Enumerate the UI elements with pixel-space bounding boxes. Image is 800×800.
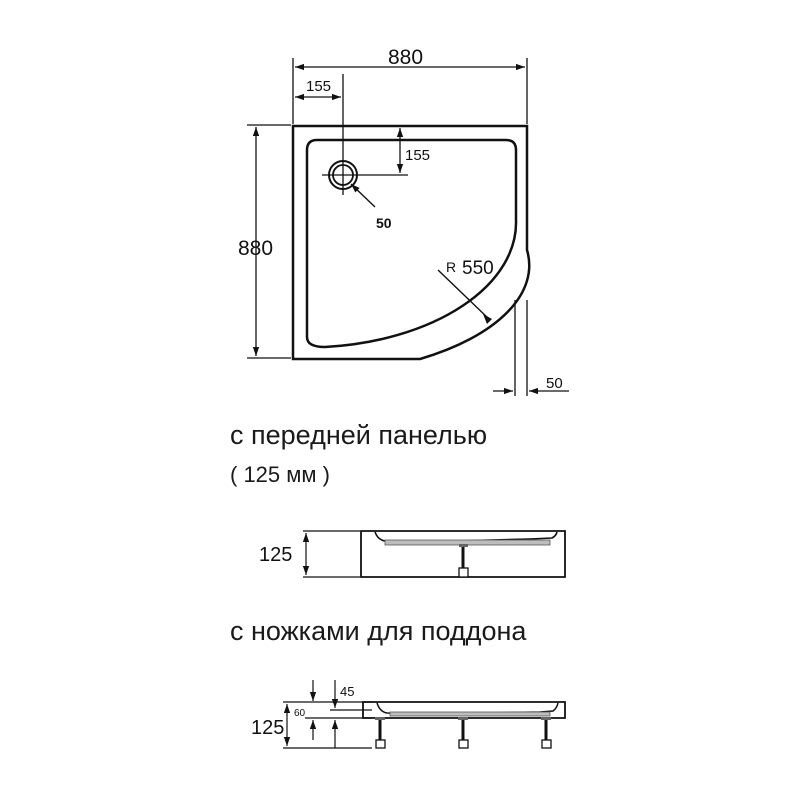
top-view-labels: 880 155 155 50 880 R 550 50 <box>238 46 563 392</box>
leg-right <box>541 717 552 749</box>
front-panel-height-label: 125 <box>259 544 292 566</box>
leg-middle <box>458 717 469 749</box>
leg-left <box>375 717 386 749</box>
drain-offset-x-label: 155 <box>306 78 331 95</box>
top-view <box>247 58 569 396</box>
rim-width-label: 50 <box>546 375 563 392</box>
legs-tray-height-label: 60 <box>294 708 306 719</box>
tray-profile <box>360 530 566 578</box>
legs-depth-label: 45 <box>340 684 354 699</box>
drain-diameter-label: 50 <box>376 215 392 231</box>
legs-title: с ножками для поддона <box>230 616 527 646</box>
width-label: 880 <box>388 46 423 69</box>
height-label: 880 <box>238 237 273 260</box>
legs-total-height-label: 125 <box>251 717 284 739</box>
front-panel-section <box>302 530 566 578</box>
tray-outer-outline <box>291 124 531 361</box>
radius-label: 550 <box>462 258 494 279</box>
radius-prefix: R <box>446 259 456 275</box>
front-panel-title: с передней панелью <box>230 420 488 450</box>
tray-profile-legs <box>362 701 566 719</box>
legs-section <box>283 680 566 749</box>
front-panel-subtitle: ( 125 мм ) <box>230 462 330 487</box>
tray-inner-outline <box>305 138 518 349</box>
drain-offset-y-label: 155 <box>405 147 430 164</box>
